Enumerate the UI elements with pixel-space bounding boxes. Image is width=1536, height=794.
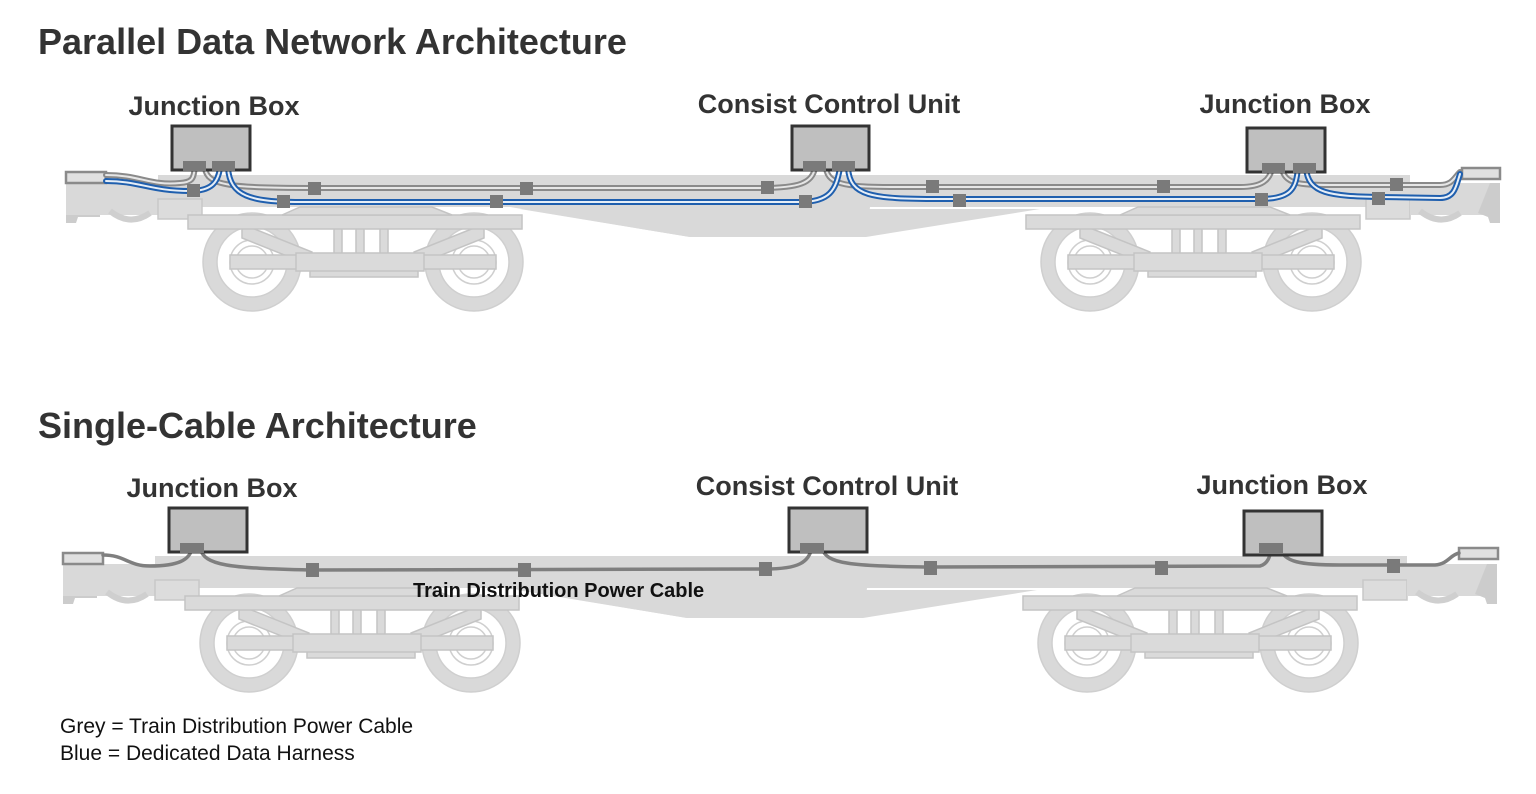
cable-clips — [306, 559, 1400, 577]
port — [832, 161, 855, 171]
junction-box-label-right: Junction Box — [1199, 89, 1370, 119]
port — [212, 161, 235, 171]
port — [180, 543, 204, 553]
junction-box-right — [1242, 509, 1324, 557]
cable-label: Train Distribution Power Cable — [413, 580, 704, 602]
section-title: Parallel Data Network Architecture — [38, 21, 627, 62]
data-harness — [103, 165, 1463, 205]
junction-box-label-left: Junction Box — [128, 91, 299, 121]
single-cable-architecture-section: Single-Cable Architecture Junction Box C… — [38, 405, 1498, 692]
cable-clips — [187, 178, 1403, 208]
ccu-label: Consist Control Unit — [698, 89, 960, 119]
coupler-left — [61, 551, 105, 566]
coupler-left — [64, 170, 108, 185]
junction-box-label-right: Junction Box — [1196, 470, 1367, 500]
port — [183, 161, 206, 171]
port — [1293, 163, 1316, 173]
railcar-illustration — [63, 556, 1497, 692]
section-title: Single-Cable Architecture — [38, 405, 477, 446]
legend: Grey = Train Distribution Power Cable Bl… — [60, 715, 413, 765]
legend-blue: Blue = Dedicated Data Harness — [60, 742, 355, 765]
port — [1262, 163, 1285, 173]
junction-box-right — [1245, 126, 1327, 174]
coupler-right — [1460, 166, 1502, 181]
consist-control-unit — [787, 506, 869, 554]
coupler-right — [1457, 546, 1500, 561]
junction-box-left — [167, 506, 249, 554]
junction-box-left — [170, 124, 252, 172]
consist-control-unit — [790, 124, 871, 172]
ccu-label: Consist Control Unit — [696, 471, 958, 501]
port — [800, 543, 824, 553]
port — [803, 161, 826, 171]
port — [1259, 543, 1283, 553]
parallel-architecture-section: Parallel Data Network Architecture Junct… — [38, 21, 1500, 311]
junction-box-label-left: Junction Box — [126, 473, 297, 503]
legend-grey: Grey = Train Distribution Power Cable — [60, 715, 413, 738]
